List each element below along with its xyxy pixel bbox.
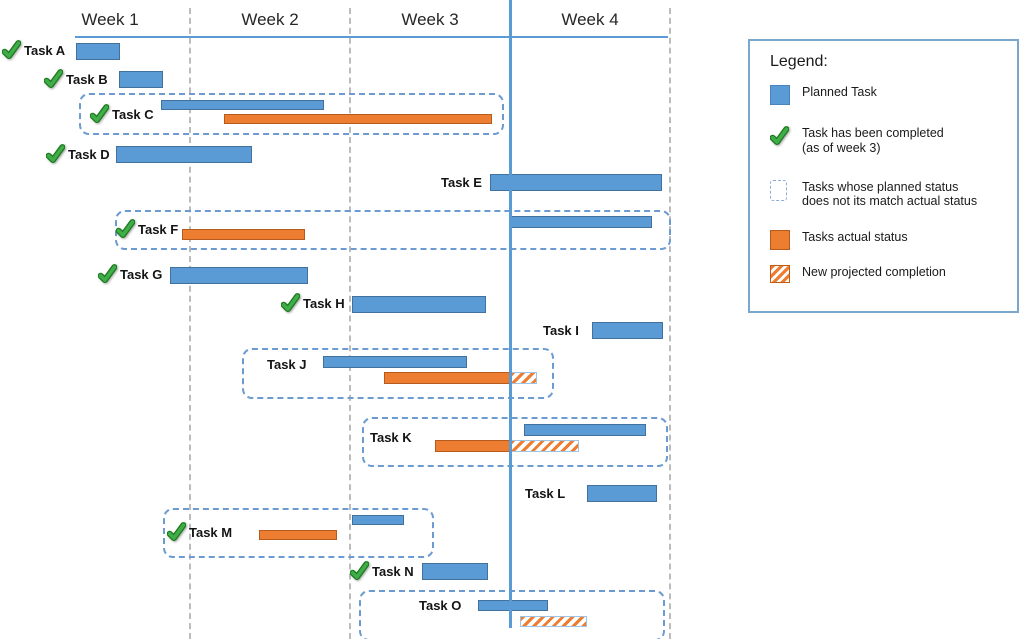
task-o-projected-bar — [520, 616, 587, 627]
week-label-4: Week 4 — [561, 10, 619, 29]
completed-check-icon — [46, 144, 65, 164]
legend-item-text: Task has been completed(as of week 3) — [802, 126, 944, 155]
task-k-name: Task K — [370, 429, 412, 445]
task-l-name: Task L — [525, 485, 566, 501]
task-d-planned-bar — [116, 146, 253, 163]
task-f-planned-bar — [510, 216, 653, 228]
task-k-label: Task K — [370, 427, 412, 447]
task-g-label: Task G — [98, 264, 162, 284]
today-line — [509, 0, 512, 628]
legend-item-actual-bar: Tasks actual status — [770, 230, 1003, 250]
task-a-name: Task A — [24, 42, 66, 58]
task-e-label: Task E — [441, 172, 482, 192]
task-h-name: Task H — [303, 295, 345, 311]
task-b-planned-bar — [118, 71, 163, 88]
actual-bar-swatch — [770, 230, 790, 250]
task-o-name: Task O — [419, 597, 462, 613]
task-m-name: Task M — [189, 524, 233, 540]
mismatch-dashed-box-swatch — [770, 179, 787, 201]
legend-item-text: New projected completion — [802, 265, 946, 279]
completed-check-icon — [770, 126, 789, 146]
week-gridline — [189, 8, 191, 639]
task-o-label: Task O — [419, 595, 461, 615]
task-e-planned-bar — [490, 174, 662, 191]
planned-bar-swatch — [770, 85, 790, 105]
task-n-planned-bar — [422, 563, 489, 580]
task-j-projected-bar — [510, 372, 538, 384]
mismatch-dashed-box-icon — [770, 179, 792, 201]
week-label-1: Week 1 — [81, 10, 139, 29]
task-e-name: Task E — [441, 174, 482, 190]
task-f-name: Task F — [138, 221, 179, 237]
task-i-label: Task I — [543, 320, 579, 340]
completed-check-icon — [2, 40, 21, 60]
task-j-mismatch-box — [242, 348, 554, 399]
task-i-planned-bar — [592, 322, 663, 339]
task-o-mismatch-box — [359, 590, 665, 639]
legend-item-planned-bar: Planned Task — [770, 85, 1003, 105]
task-f-label: Task F — [116, 219, 178, 239]
task-c-mismatch-box — [79, 93, 504, 135]
task-l-planned-bar — [586, 485, 658, 502]
task-h-label: Task H — [281, 293, 345, 313]
completed-check-icon — [350, 561, 369, 581]
task-l-label: Task L — [525, 483, 565, 503]
task-j-name: Task J — [267, 356, 307, 372]
legend-title: Legend: — [770, 53, 828, 70]
task-g-planned-bar — [170, 267, 309, 284]
task-k-mismatch-box — [362, 417, 668, 467]
task-m-mismatch-box — [163, 508, 434, 558]
task-k-actual-bar — [434, 440, 510, 452]
task-k-projected-bar — [510, 440, 579, 452]
task-m-actual-bar — [258, 530, 338, 540]
task-m-planned-bar — [352, 515, 405, 525]
task-h-planned-bar — [352, 296, 486, 313]
legend-item-completed-checkmark: Task has been completed(as of week 3) — [770, 126, 1003, 156]
completed-checkmark-icon — [770, 126, 792, 146]
week-axis-line — [75, 36, 668, 38]
task-b-label: Task B — [44, 69, 108, 89]
week-label-3: Week 3 — [401, 10, 459, 29]
task-k-planned-bar — [524, 424, 646, 436]
task-o-planned-bar — [478, 600, 549, 611]
week-gridline — [349, 8, 351, 639]
task-a-label: Task A — [2, 40, 65, 60]
legend-item-text: Planned Task — [802, 85, 877, 99]
task-c-name: Task C — [112, 106, 154, 122]
completed-check-icon — [167, 522, 186, 542]
task-f-actual-bar — [182, 229, 306, 240]
projected-hatch-swatch — [770, 265, 790, 283]
completed-check-icon — [281, 293, 300, 313]
legend-item-text: Tasks actual status — [802, 230, 908, 244]
task-g-name: Task G — [120, 266, 163, 282]
task-c-planned-bar — [161, 100, 325, 110]
task-i-name: Task I — [543, 322, 579, 338]
legend-item-projected-hatch: New projected completion — [770, 265, 1003, 283]
actual-bar-icon — [770, 230, 792, 250]
completed-check-icon — [90, 104, 109, 124]
task-c-actual-bar — [224, 114, 493, 124]
completed-check-icon — [116, 219, 135, 239]
task-m-label: Task M — [167, 522, 232, 542]
task-j-planned-bar — [322, 356, 467, 368]
task-j-label: Task J — [267, 354, 307, 374]
task-c-label: Task C — [90, 104, 154, 124]
planned-bar-icon — [770, 85, 792, 105]
completed-check-icon — [98, 264, 117, 284]
projected-hatch-icon — [770, 265, 792, 283]
task-n-name: Task N — [372, 563, 414, 579]
task-d-name: Task D — [68, 146, 110, 162]
task-j-actual-bar — [384, 372, 510, 384]
task-n-label: Task N — [350, 561, 414, 581]
task-b-name: Task B — [66, 71, 108, 87]
week-label-2: Week 2 — [241, 10, 299, 29]
completed-check-icon — [44, 69, 63, 89]
task-d-label: Task D — [46, 144, 110, 164]
task-a-planned-bar — [76, 43, 121, 60]
week-gridline — [669, 8, 671, 639]
